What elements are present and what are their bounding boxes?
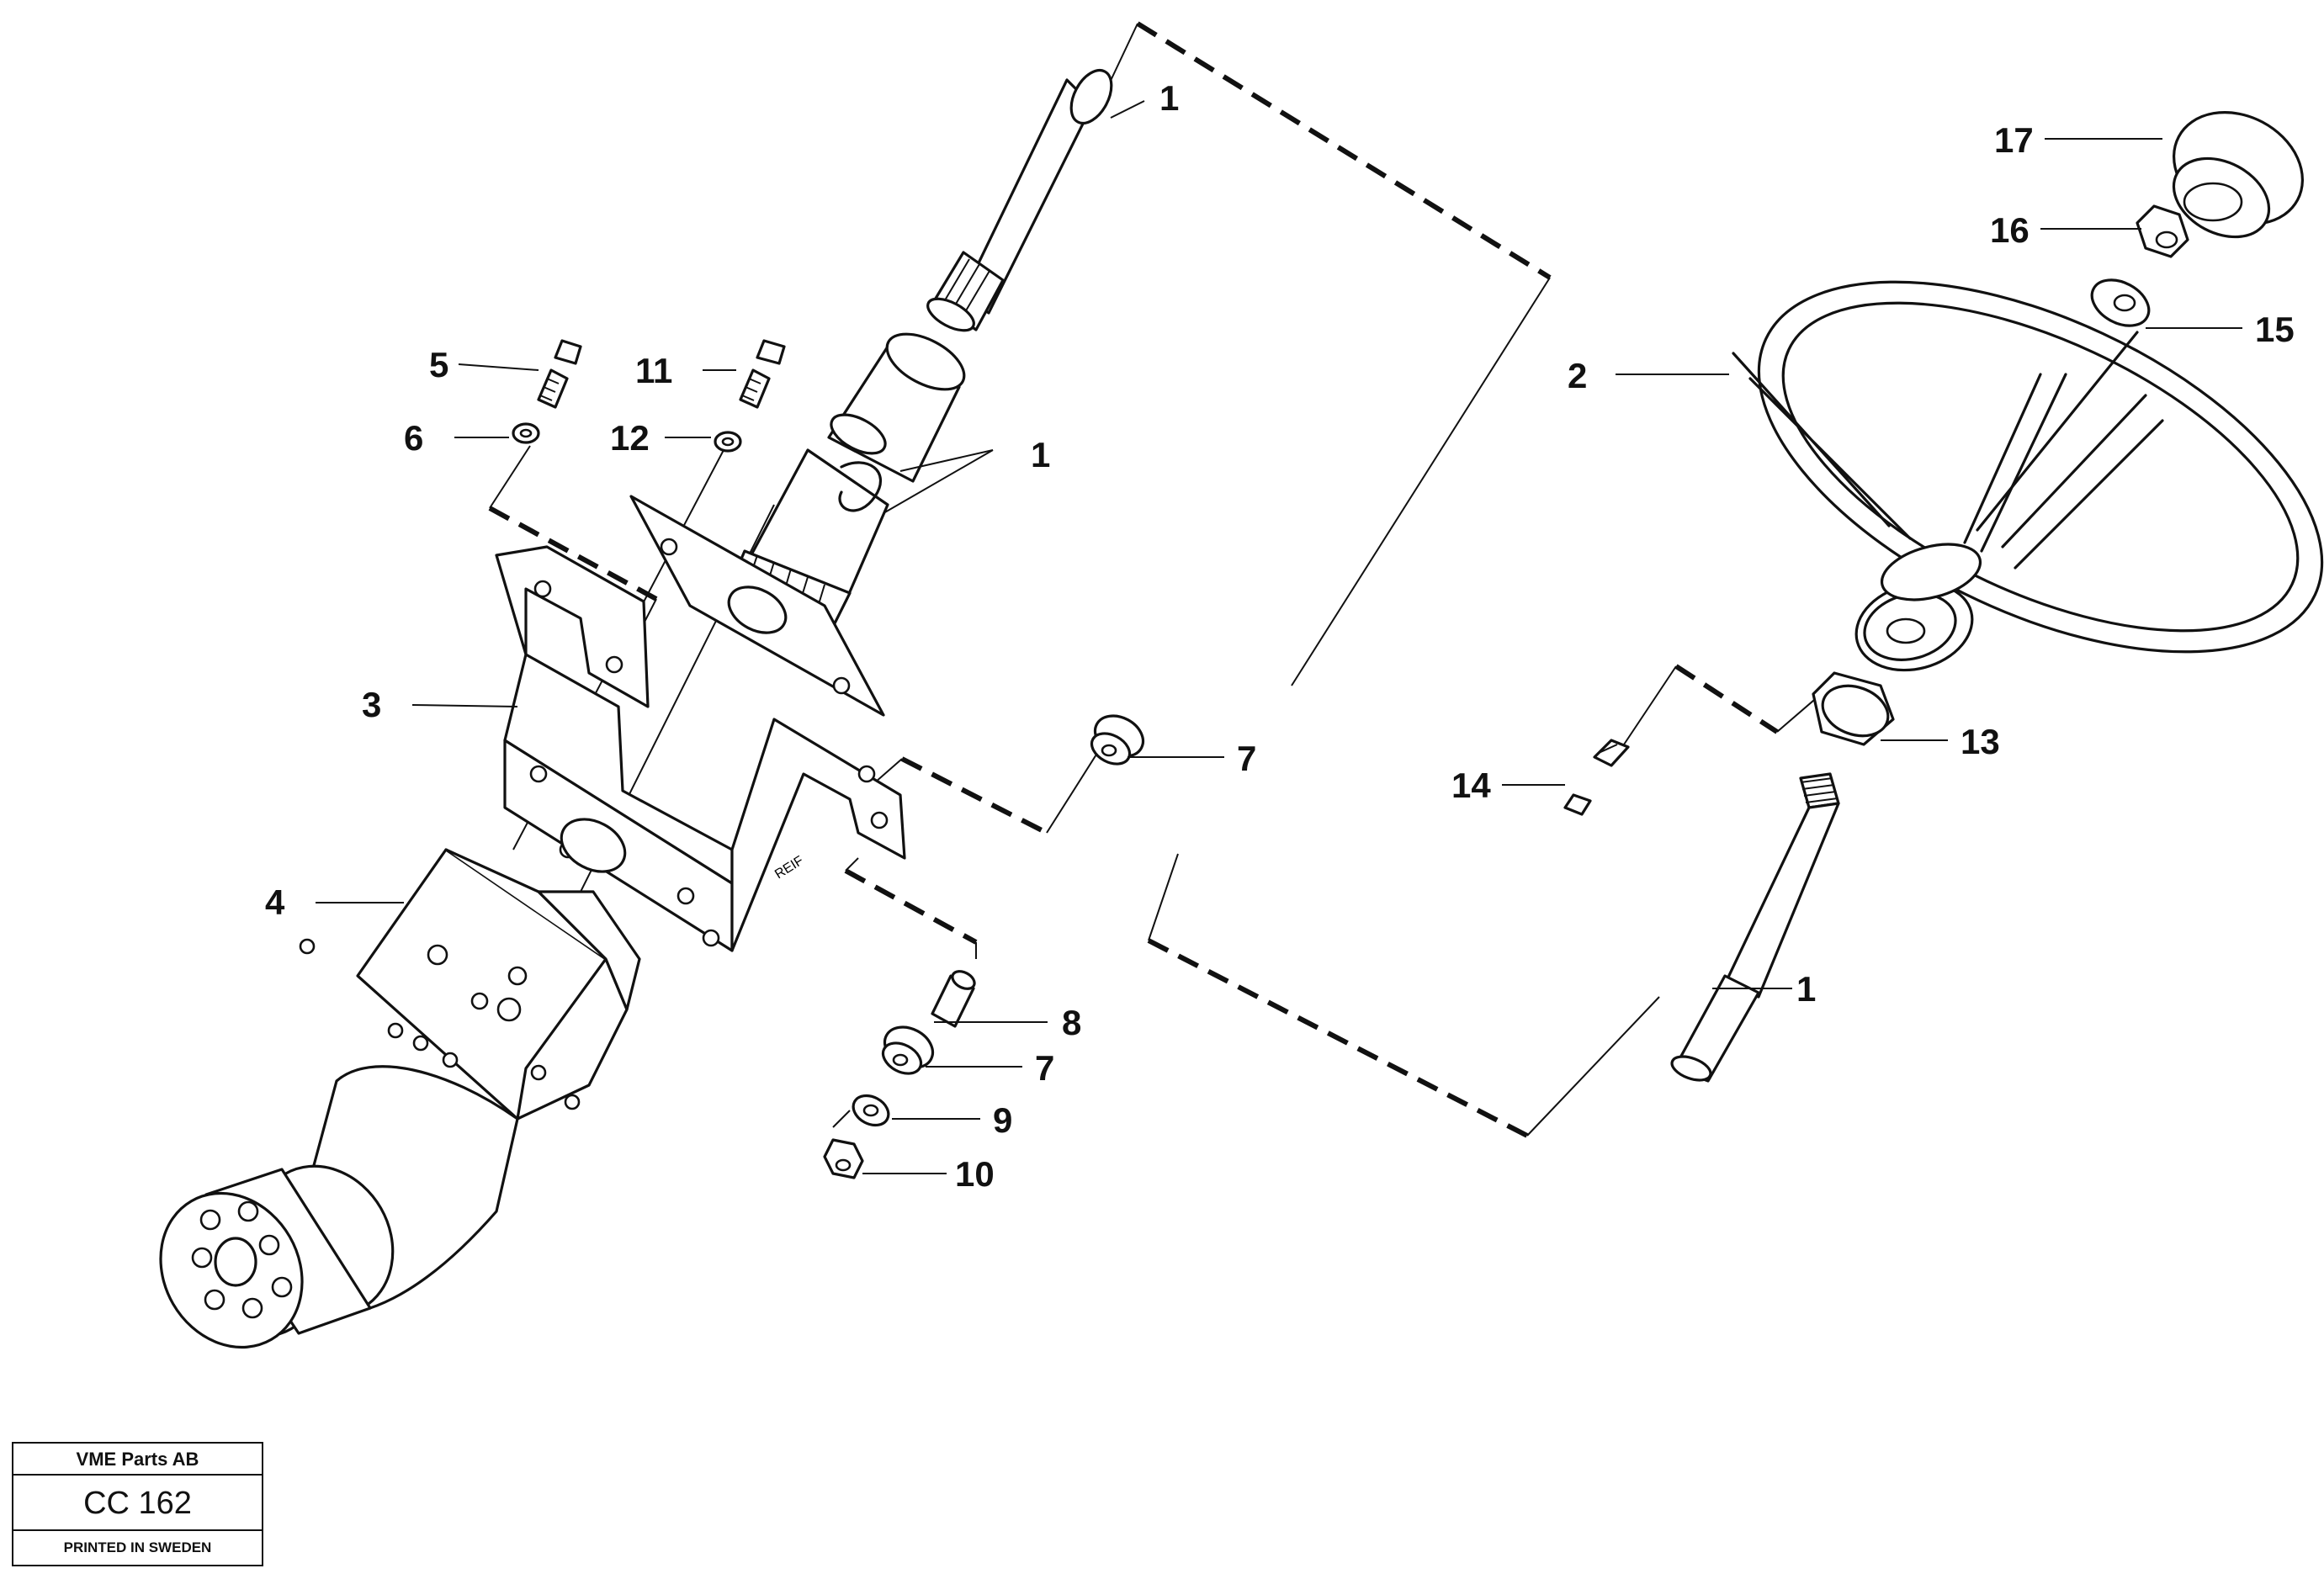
part-16-nut [2136,204,2189,258]
bracket-marking-text: REIF [772,854,806,882]
callout-1-middle: 1 [1031,435,1050,474]
part-2-steering-wheel [1732,280,2324,672]
part-13-horn-contact [1812,671,1895,746]
part-1-lower-shaft [1670,772,1840,1083]
leader-lines [316,100,2242,1174]
part-5-screw [537,339,582,409]
part-1-upper-shaft [926,68,1113,332]
part-3-bracket: REIF [495,495,906,952]
part-7-rubber-bushing-upper [1090,714,1145,766]
callout-10: 10 [955,1154,995,1194]
part-12-washer [714,431,742,453]
part-7-rubber-bushing-lower [881,1025,935,1075]
title-block-stamp: VME Parts AB CC 162 PRINTED IN SWEDEN [12,1442,263,1566]
callout-14: 14 [1451,766,1491,805]
stamp-printed-note: PRINTED IN SWEDEN [63,1539,212,1555]
callout-6: 6 [404,418,423,458]
callout-1-lower: 1 [1796,969,1816,1009]
part-14-screw [1563,739,1630,816]
part-11-screw [739,339,786,409]
callout-11: 11 [635,351,672,390]
callout-9: 9 [993,1100,1012,1140]
part-8-spacer [931,970,976,1028]
assembly-dashed-lines [488,21,1779,1138]
callout-8: 8 [1062,1003,1081,1042]
part-17-cap [2172,111,2304,239]
part-4-steering-unit [159,848,641,1349]
part-6-washer [512,422,540,444]
callout-17: 17 [1994,120,2034,160]
part-9-washer [852,1094,890,1127]
callout-7-lower: 7 [1035,1048,1054,1088]
part-10-nut [823,1138,864,1179]
callout-16: 16 [1990,210,2030,250]
part-15-washer [2090,278,2151,327]
callout-1-upper: 1 [1159,78,1179,118]
callout-4: 4 [265,882,285,922]
callout-7-upper: 7 [1237,739,1256,778]
stamp-company-name: VME Parts AB [13,1444,262,1476]
callout-5: 5 [429,345,448,384]
callout-13: 13 [1961,722,2000,761]
callout-15: 15 [2255,310,2295,349]
callout-12: 12 [610,418,650,458]
callout-3: 3 [362,685,381,724]
stamp-drawing-code: CC 162 [13,1476,262,1531]
callout-2: 2 [1568,356,1587,395]
callout-labels: 1 1 1 2 3 4 5 6 7 7 8 9 10 11 12 13 14 1… [265,78,2295,1194]
part-1-coupling [827,332,966,483]
